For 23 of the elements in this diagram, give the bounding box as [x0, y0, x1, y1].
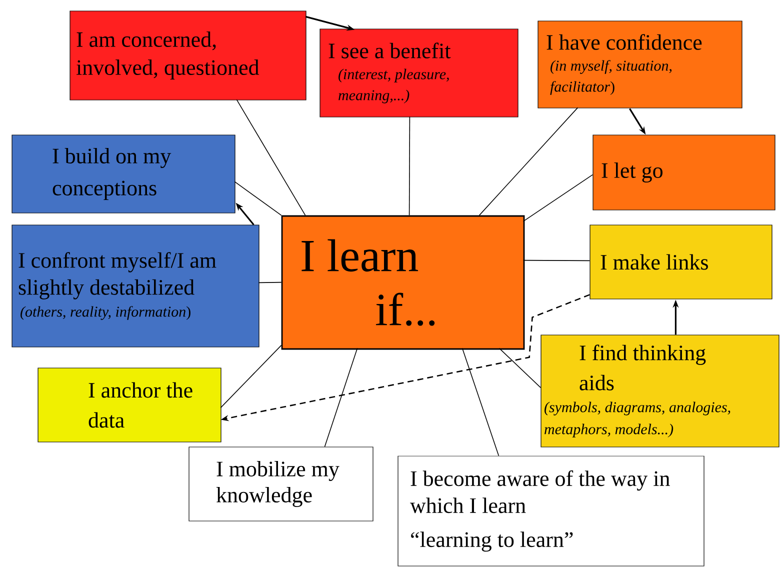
- connector-line: [522, 174, 594, 222]
- connector-line: [220, 344, 282, 408]
- idea-box: I build on my conceptions: [12, 134, 236, 214]
- idea-box: I have confidence (in myself, situation, facilitator): [538, 20, 742, 108]
- idea-box: I see a benefit (interest, pleasure, meaning,...): [320, 28, 518, 118]
- connector-line: [462, 348, 500, 456]
- idea-box: I let go: [592, 134, 776, 210]
- idea-box: I am concerned, involved, questioned: [70, 10, 306, 100]
- connector-line: [258, 282, 282, 284]
- idea-box: I anchor the data: [38, 368, 222, 442]
- idea-box: I find thinking aids (symbols, diagrams, analogies, metaphors, models...): [540, 334, 780, 448]
- connector-line: [408, 116, 410, 216]
- connector-line: [522, 260, 590, 262]
- idea-box: I mobilize my knowledge: [188, 446, 374, 522]
- connector-line: [234, 181, 282, 216]
- connector-line: [236, 99, 306, 216]
- connector-line: [498, 348, 542, 388]
- connector-line: [478, 107, 578, 216]
- title-box: I learn if...: [281, 215, 525, 350]
- idea-box: I become aware of the way in which I learn “learning to learn”: [398, 456, 704, 566]
- idea-box: I make links: [590, 224, 772, 300]
- connector-line: [324, 348, 358, 448]
- idea-box: I confront myself/I am slightly destabilized (others, reality, information): [12, 224, 260, 348]
